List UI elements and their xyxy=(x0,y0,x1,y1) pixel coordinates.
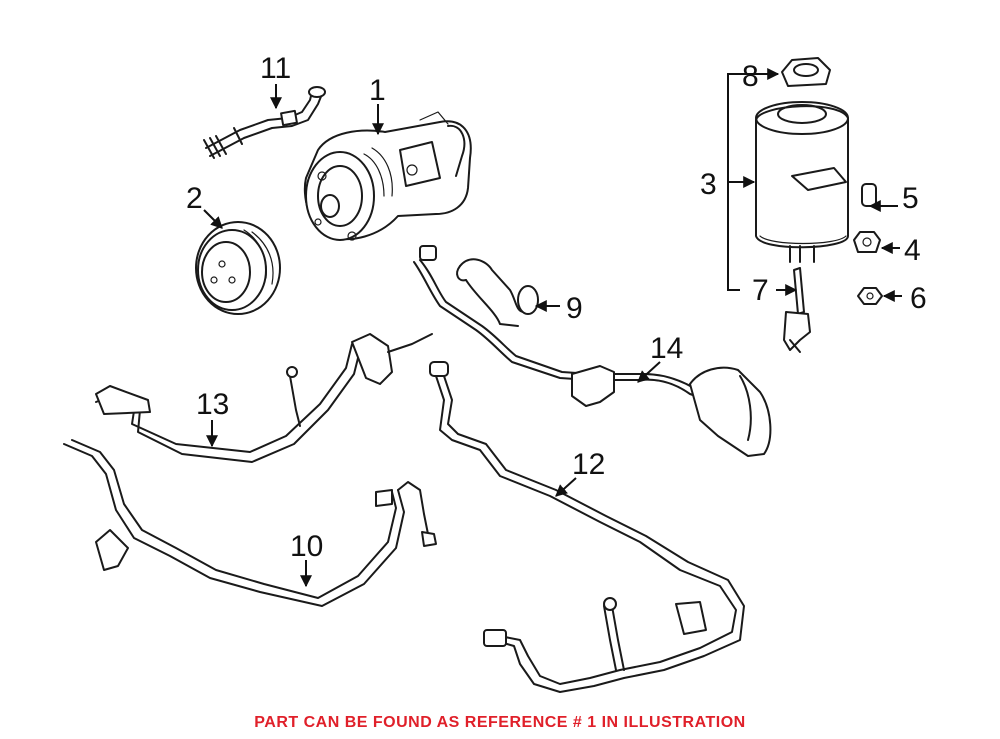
callout-11: 11 xyxy=(260,52,291,85)
callout-10: 10 xyxy=(290,530,323,563)
callout-9: 9 xyxy=(566,292,583,325)
callout-8: 8 xyxy=(742,60,759,93)
callout-labels: 1 2 3 4 5 6 7 8 9 10 11 12 13 14 xyxy=(186,52,927,563)
callout-7: 7 xyxy=(752,274,769,307)
sleeve[interactable] xyxy=(861,183,877,207)
callout-1: 1 xyxy=(369,74,386,107)
callout-3: 3 xyxy=(700,168,717,201)
pressure-line-12[interactable] xyxy=(429,361,745,693)
bracket[interactable] xyxy=(783,267,811,353)
callout-5: 5 xyxy=(902,182,919,215)
pulley[interactable] xyxy=(195,221,281,315)
reservoir[interactable] xyxy=(755,101,849,263)
power-steering-pump[interactable] xyxy=(303,111,472,241)
callout-6: 6 xyxy=(910,282,927,315)
callout-13: 13 xyxy=(196,388,229,421)
callout-14: 14 xyxy=(650,332,683,365)
reservoir-cap[interactable] xyxy=(781,57,831,87)
footer-note: PART CAN BE FOUND AS REFERENCE # 1 IN IL… xyxy=(254,714,746,731)
nut-4[interactable] xyxy=(853,231,881,253)
cooling-line[interactable] xyxy=(413,245,772,457)
nut-6[interactable] xyxy=(857,287,883,305)
leader-lines xyxy=(203,68,902,588)
high-pressure-hose-10[interactable] xyxy=(63,439,437,607)
pressure-hose-13[interactable] xyxy=(95,333,433,463)
callout-2: 2 xyxy=(186,182,203,215)
callout-4: 4 xyxy=(904,234,921,267)
return-hose[interactable] xyxy=(456,258,539,327)
callout-12: 12 xyxy=(572,448,605,481)
suction-hose-small[interactable] xyxy=(203,86,326,159)
